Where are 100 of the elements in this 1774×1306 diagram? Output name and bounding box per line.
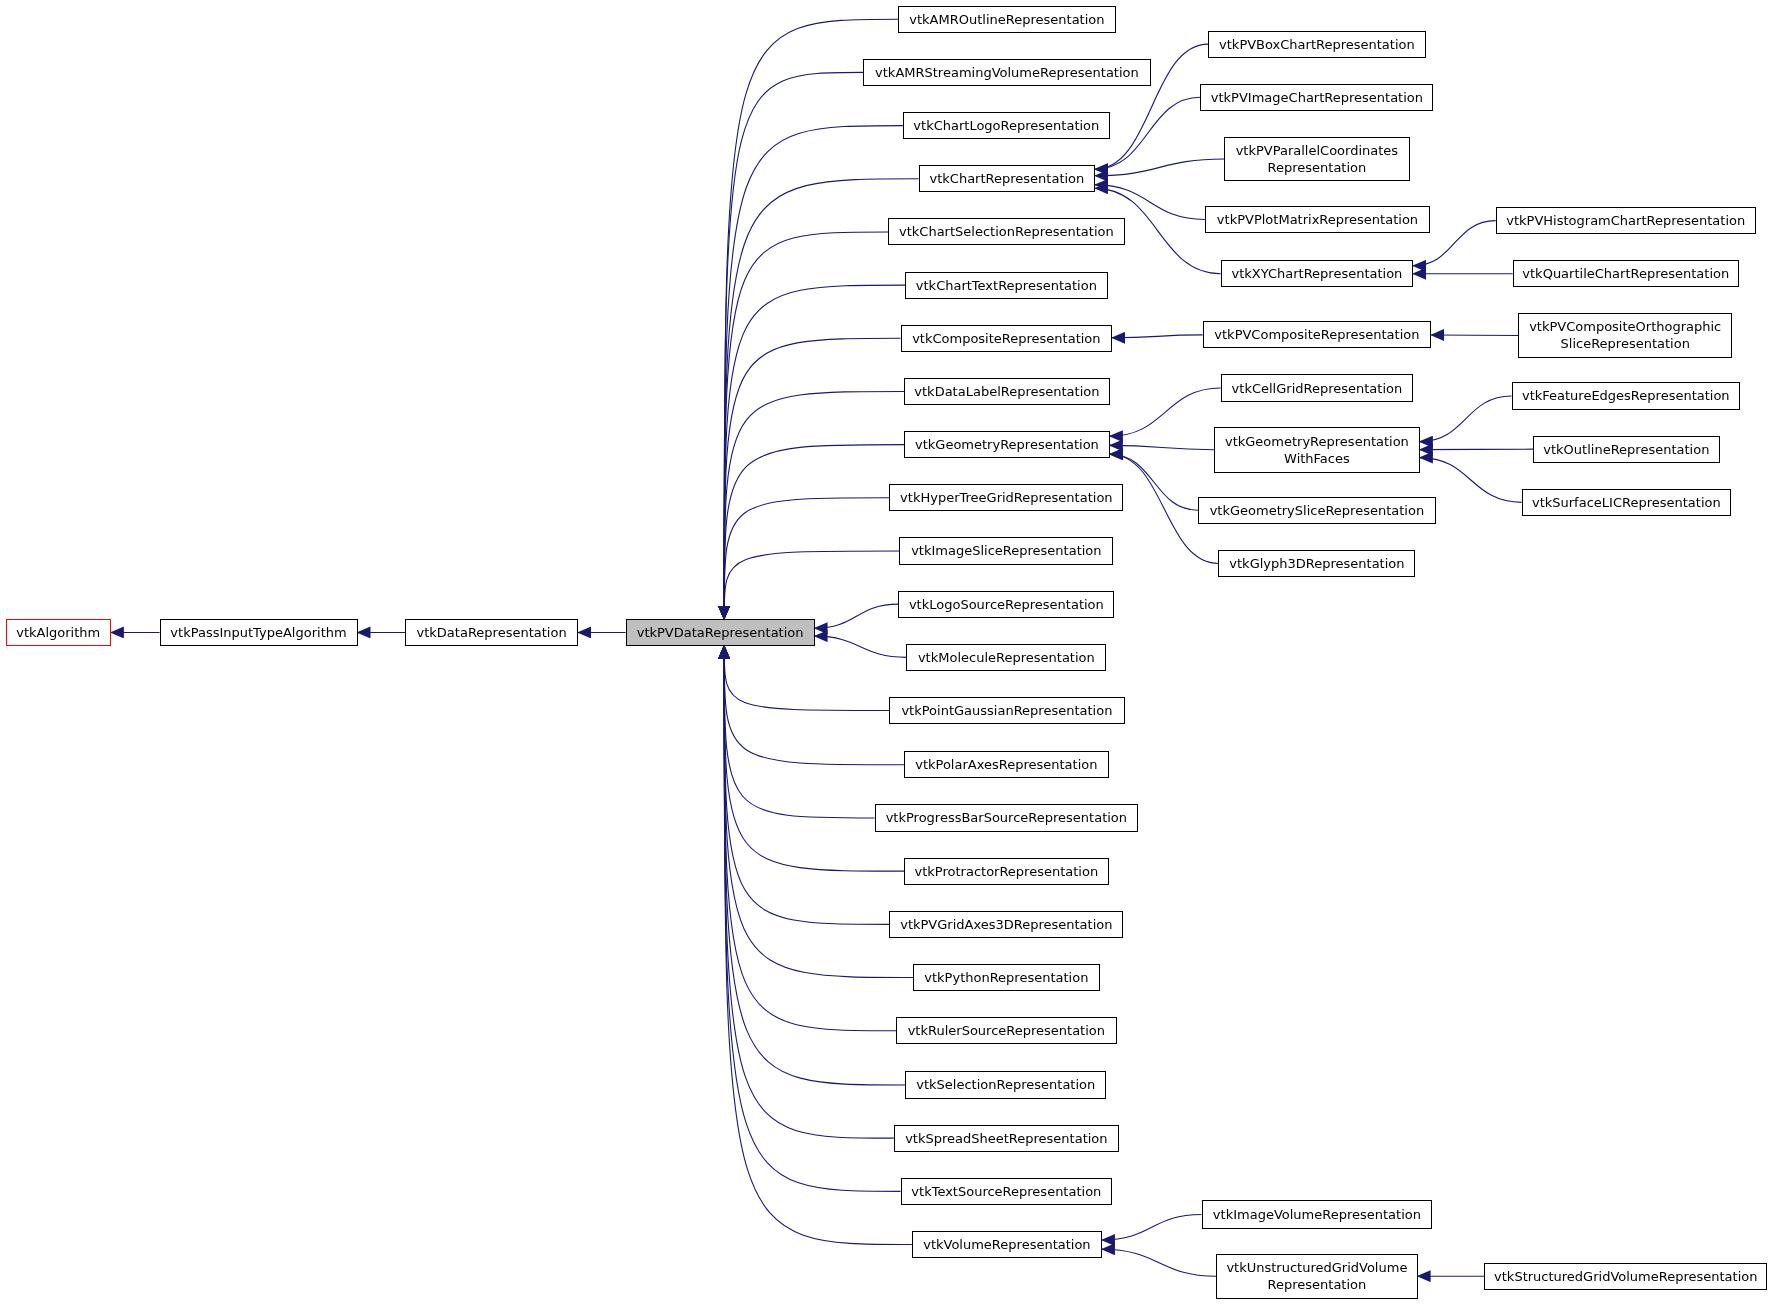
class-name: vtkAMRStreamingVolumeRepresentation — [874, 63, 1140, 81]
class-name: vtkImageVolumeRepresentation — [1211, 1206, 1422, 1224]
class-box — [625, 618, 815, 646]
inheritance-arrow — [1418, 452, 1523, 503]
class-name: vtkPVImageChartRepresentation — [1209, 88, 1425, 106]
inheritance-arrow — [109, 626, 161, 639]
class-name: vtkVolumeRepresentation — [922, 1236, 1092, 1253]
class-box — [1200, 83, 1434, 111]
class-box — [918, 165, 1096, 193]
class-box — [159, 618, 358, 646]
inheritance-arrow — [1111, 331, 1204, 344]
class-box — [1512, 260, 1739, 288]
class-name: vtkSurfaceLICRepresentation — [1530, 493, 1722, 511]
class-name: vtkGeometrySliceRepresentation — [1208, 501, 1426, 519]
class-name: vtkMoleculeRepresentation — [916, 648, 1096, 666]
class-box — [5, 618, 111, 646]
inheritance-arrow — [1418, 443, 1534, 456]
class-name: vtkProtractorRepresentation — [913, 862, 1100, 880]
class-name: vtkPVCompositeOrthographic SliceRepresentation — [1528, 318, 1723, 353]
class-box — [903, 377, 1110, 405]
inheritance-arrow — [356, 626, 406, 639]
class-box — [893, 1124, 1119, 1152]
class-name: vtkSelectionRepresentation — [915, 1076, 1097, 1094]
class-name: vtkPolarAxesRepresentation — [914, 756, 1099, 774]
class-name: vtkHyperTreeGridRepresentation — [899, 489, 1114, 507]
class-box — [1220, 374, 1414, 402]
class-box — [889, 910, 1124, 938]
class-box — [902, 112, 1110, 140]
inheritance-arrow — [813, 630, 907, 658]
class-name: vtkStructuredGridVolumeRepresentation — [1493, 1267, 1759, 1285]
inheritance-arrow — [1100, 1214, 1203, 1246]
class-box — [1213, 426, 1420, 473]
class-box — [1201, 1200, 1433, 1229]
class-box — [900, 324, 1113, 352]
class-box — [899, 537, 1114, 565]
class-name: vtkPVCompositeRepresentation — [1213, 326, 1421, 344]
class-box — [1518, 313, 1733, 358]
class-box — [889, 484, 1124, 512]
class-box — [903, 431, 1110, 459]
class-name: vtkPVDataRepresentation — [635, 623, 805, 641]
class-name: vtkGlyph3DRepresentation — [1228, 554, 1406, 572]
class-box — [889, 696, 1125, 725]
class-name: vtkPassInputTypeAlgorithm — [169, 623, 348, 641]
class-name: vtkXYChartRepresentation — [1230, 265, 1404, 283]
class-name: vtkGeometryRepresentation — [914, 436, 1100, 454]
class-box — [1511, 382, 1741, 410]
inheritance-arrow — [577, 626, 627, 639]
inheritance-arrow — [1094, 183, 1222, 275]
class-box — [905, 1071, 1107, 1099]
class-name: vtkPVHistogramChartRepresentation — [1505, 212, 1747, 230]
class-box — [903, 751, 1109, 779]
class-box — [863, 58, 1151, 86]
class-name: vtkAlgorithm — [15, 623, 102, 641]
inheritance-arrow — [1094, 96, 1201, 174]
class-box — [1204, 205, 1431, 234]
inheritance-arrow — [1412, 220, 1497, 271]
class-box — [1220, 260, 1414, 288]
class-box — [906, 643, 1107, 671]
inheritance-arrow — [813, 603, 899, 634]
class-name: vtkDataLabelRepresentation — [913, 382, 1101, 400]
class-name: vtkCompositeRepresentation — [911, 329, 1102, 347]
inheritance-arrow — [1416, 1270, 1485, 1283]
class-box — [888, 218, 1125, 246]
inheritance-arrow — [1430, 329, 1519, 341]
class-name: vtkPVPlotMatrixRepresentation — [1215, 210, 1420, 228]
class-name: vtkLogoSourceRepresentation — [907, 595, 1105, 613]
class-box — [1533, 435, 1720, 463]
class-box — [898, 5, 1116, 33]
inheritance-arrow — [1100, 1243, 1217, 1277]
class-name: vtkOutlineRepresentation — [1542, 440, 1711, 458]
class-name: vtkImageSliceRepresentation — [910, 542, 1103, 560]
inheritance-arrow — [1094, 179, 1206, 221]
class-box — [900, 1177, 1113, 1205]
class-name: vtkPVParallelCoordinates Representation — [1234, 141, 1400, 176]
inheritance-arrow — [1108, 450, 1220, 564]
class-name: vtkPVBoxChartRepresentation — [1218, 35, 1416, 53]
inheritance-arrow — [1108, 387, 1222, 442]
class-box — [1495, 207, 1756, 235]
class-box — [903, 857, 1109, 885]
class-name: vtkChartSelectionRepresentation — [898, 223, 1115, 241]
class-box — [911, 1230, 1102, 1259]
inheritance-arrow — [718, 550, 900, 620]
inheritance-arrow — [1094, 158, 1225, 182]
class-box — [1202, 321, 1432, 349]
class-box — [1198, 496, 1436, 524]
class-box — [1218, 549, 1416, 577]
class-box — [1224, 136, 1410, 181]
class-name: vtkFeatureEdgesRepresentation — [1520, 387, 1731, 405]
class-box — [1521, 488, 1731, 516]
class-name: vtkChartTextRepresentation — [914, 276, 1098, 294]
class-name: vtkCellGridRepresentation — [1230, 379, 1404, 397]
inheritance-arrow — [1412, 267, 1514, 280]
class-name: vtkRulerSourceRepresentation — [906, 1022, 1106, 1040]
class-name: vtkTextSourceRepresentation — [910, 1182, 1103, 1200]
class-box — [1208, 30, 1426, 58]
class-name: vtkDataRepresentation — [415, 623, 568, 641]
class-name: vtkChartLogoRepresentation — [912, 117, 1101, 135]
class-box — [898, 590, 1115, 618]
inheritance-arrow — [1108, 439, 1215, 452]
class-name: vtkAMROutlineRepresentation — [908, 10, 1106, 28]
